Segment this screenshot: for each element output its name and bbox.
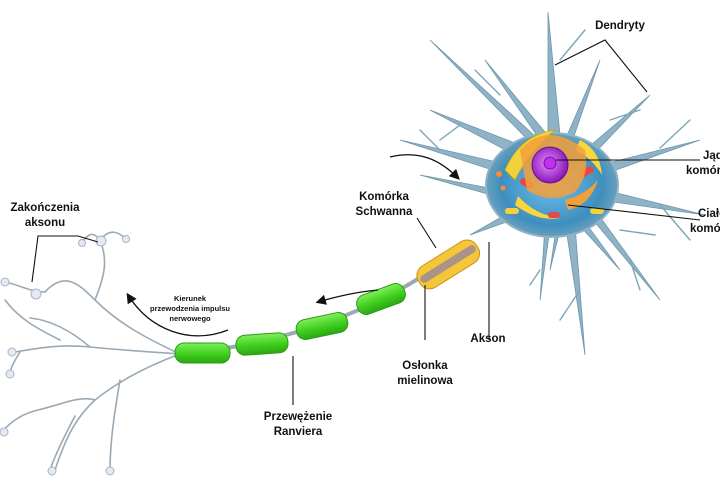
axon-terminals [1, 231, 181, 471]
myelin-segments [174, 283, 406, 364]
impulse-arrow-left [126, 292, 229, 337]
label-direction-line3: nerwowego [169, 314, 211, 323]
axon-line [174, 248, 462, 356]
label-cell-body-line2: komórki [690, 223, 720, 235]
leader-lines [31, 39, 701, 405]
label-ranvier-line2: Ranviera [274, 426, 323, 438]
schwann-cell [416, 239, 481, 290]
label-direction-line2: przewodzenia impulsu [150, 304, 230, 313]
impulse-arrow-middle [315, 289, 379, 305]
label-myelin-line2: mielinowa [397, 375, 453, 387]
label-terminals-line2: aksonu [25, 217, 65, 229]
label-terminals-line1: Zakończenia [10, 202, 80, 214]
dendrite-twigs [419, 29, 691, 321]
impulse-arrow-top [389, 154, 460, 180]
label-schwann-line1: Komórka [359, 191, 409, 203]
label-cell-body-line1: Ciało [698, 208, 720, 220]
nucleolus [543, 156, 557, 170]
synaptic-terminal-bulbs [0, 235, 130, 476]
label-myelin-line1: Osłonka [402, 360, 448, 372]
label-direction-line1: Kierunek [174, 294, 207, 303]
label-dendrites: Dendryty [595, 20, 645, 32]
label-ranvier-line1: Przewężenie [264, 411, 332, 423]
label-schwann-line2: Schwanna [356, 206, 413, 218]
label-nucleus-line1: Jądro [703, 150, 720, 162]
label-nucleus-line2: komórkowe [686, 165, 720, 177]
label-axon: Akson [470, 333, 505, 345]
